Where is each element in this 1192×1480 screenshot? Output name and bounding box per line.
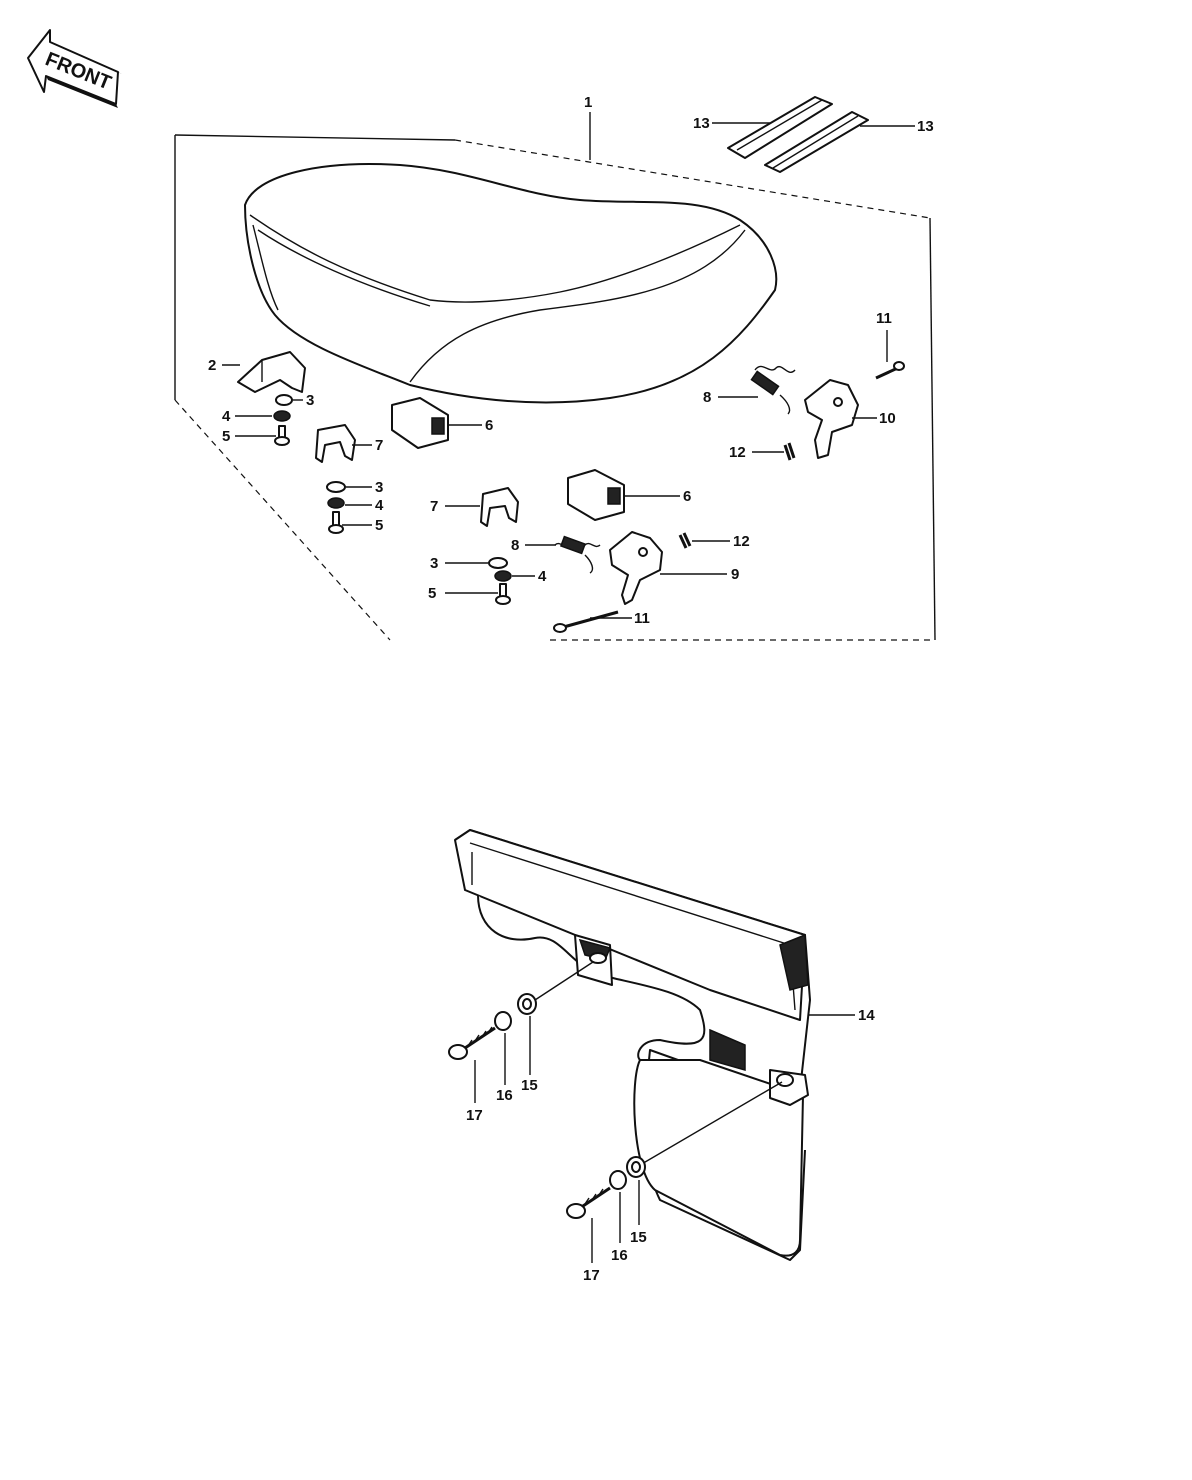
callout-spring-a: 8 (703, 389, 711, 406)
washer-b (326, 481, 346, 493)
callout-strap-a: 13 (693, 115, 710, 132)
callout-strap-b: 13 (917, 118, 934, 135)
bolt-a (274, 425, 290, 446)
callout-screw17-a: 17 (466, 1107, 483, 1124)
cotter-pin-b (678, 532, 692, 549)
callout-bracket-b: 7 (430, 498, 438, 515)
spring-a (750, 365, 796, 415)
callout-hook-left: 9 (731, 566, 739, 583)
screw-a (448, 1026, 496, 1060)
cotter-pin-a (783, 442, 796, 461)
bolt-b (328, 511, 344, 534)
bracket-a (315, 424, 356, 463)
callout-pin-a: 11 (876, 310, 892, 327)
seat-assembly-frame (174, 134, 936, 641)
spring-b (554, 535, 601, 574)
side-cover (454, 829, 811, 1261)
callout-cotter-b: 12 (733, 533, 750, 550)
washer-c (488, 557, 508, 569)
callout-washer16-b: 16 (611, 1247, 628, 1264)
front-arrow-badge: FRONT (27, 29, 122, 108)
bolt-c (495, 583, 511, 605)
callout-washer16-a: 16 (496, 1087, 513, 1104)
callout-bolt-b: 5 (375, 517, 383, 534)
callout-hook-right: 10 (879, 410, 896, 427)
seat (244, 163, 778, 404)
lockwasher-a (273, 410, 291, 422)
callout-washer15-b: 15 (630, 1229, 647, 1246)
callout-bracket-upper: 2 (208, 357, 216, 374)
callout-washer-b: 3 (375, 479, 383, 496)
bracket-b (480, 487, 519, 527)
callout-seat: 1 (584, 94, 592, 111)
pin-b (553, 610, 619, 633)
callout-lockwasher-a: 4 (222, 408, 231, 425)
callout-bolt-a: 5 (222, 428, 230, 445)
washer16-b (609, 1170, 627, 1190)
upper-bracket (237, 351, 306, 393)
seat-strap-a (727, 96, 833, 159)
seat-strap-b (764, 111, 869, 173)
lockwasher-b (327, 497, 345, 509)
callout-washer15-a: 15 (521, 1077, 538, 1094)
callout-cotter-a: 12 (729, 444, 746, 461)
washer-a (275, 394, 293, 406)
hinge-a (391, 397, 449, 449)
callout-spring-b: 8 (511, 537, 519, 554)
callout-hinge-b: 6 (683, 488, 691, 505)
callout-washer-c: 3 (430, 555, 438, 572)
callout-bracket-a: 7 (375, 437, 383, 454)
callout-lockwasher-c: 4 (538, 568, 547, 585)
hinge-b (567, 469, 625, 521)
callout-bolt-c: 5 (428, 585, 436, 602)
callout-side-cover: 14 (858, 1007, 875, 1024)
washer16-a (494, 1011, 512, 1031)
callout-screw17-b: 17 (583, 1267, 600, 1284)
callout-lockwasher-b: 4 (375, 497, 384, 514)
callout-pin-b: 11 (634, 610, 650, 627)
lockwasher-c (494, 570, 512, 582)
seat-hook-right (804, 379, 859, 459)
pin-a (875, 361, 905, 380)
seat-hook-left (609, 531, 663, 605)
screw-b (566, 1186, 611, 1219)
callout-hinge-a: 6 (485, 417, 493, 434)
callout-washer-a: 3 (306, 392, 314, 409)
